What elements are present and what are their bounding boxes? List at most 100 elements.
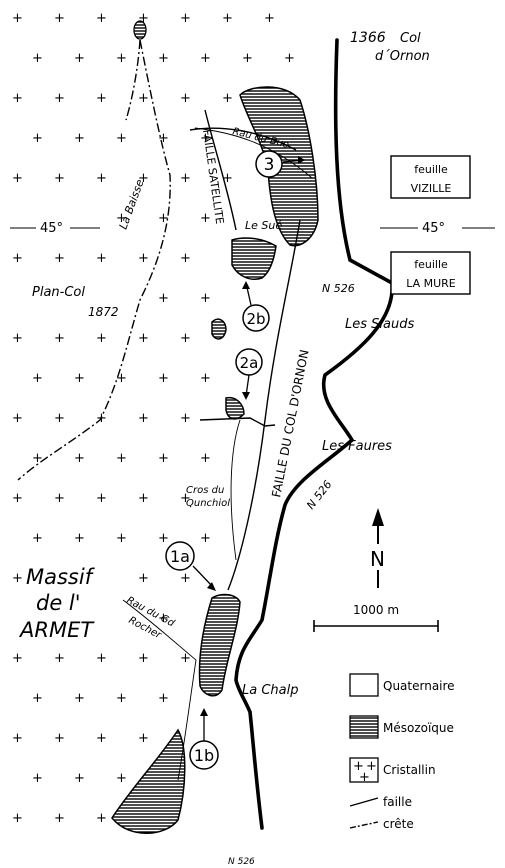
svg-text:+: + — [158, 211, 169, 226]
svg-text:+: + — [74, 51, 85, 66]
site-3-marker: 3 — [255, 150, 306, 178]
site-1a-marker: 1a — [165, 541, 216, 591]
svg-text:+: + — [96, 171, 107, 186]
svg-text:+: + — [200, 451, 211, 466]
svg-text:+: + — [96, 11, 107, 26]
svg-text:+: + — [12, 571, 23, 586]
svg-text:+: + — [359, 770, 370, 785]
site-2a-label: 2a — [240, 354, 259, 372]
svg-text:+: + — [54, 251, 65, 266]
svg-text:+: + — [138, 331, 149, 346]
svg-text:+: + — [180, 11, 191, 26]
road-n526-bottom-label: N 526 — [228, 857, 255, 867]
svg-text:+: + — [180, 91, 191, 106]
svg-text:+: + — [54, 651, 65, 666]
svg-text:+: + — [138, 571, 149, 586]
svg-text:+: + — [54, 91, 65, 106]
svg-text:+: + — [96, 811, 107, 826]
plan-col-altitude-label: 1872 — [88, 305, 119, 319]
road-n526-mid-label: N 526 — [304, 478, 334, 512]
svg-text:+: + — [116, 451, 127, 466]
svg-text:+: + — [180, 411, 191, 426]
svg-text:+: + — [138, 651, 149, 666]
site-1b-marker: 1b — [189, 708, 219, 770]
svg-text:+: + — [12, 811, 23, 826]
svg-text:+: + — [74, 691, 85, 706]
svg-text:+: + — [158, 51, 169, 66]
svg-text:+: + — [116, 211, 127, 226]
svg-text:+: + — [200, 131, 211, 146]
legend-crete-label: crête — [383, 817, 414, 831]
north-arrow: N — [370, 508, 385, 588]
svg-text:+: + — [12, 251, 23, 266]
cristallin-pattern: + + + + + + + + + + + + + + + + + + + + + + + + + + + + + + + + + + + + + + + +… — [12, 11, 295, 826]
svg-text:+: + — [12, 491, 23, 506]
svg-text:+: + — [12, 11, 23, 26]
svg-text:+: + — [32, 371, 43, 386]
svg-text:+: + — [54, 811, 65, 826]
svg-text:+: + — [284, 51, 295, 66]
svg-text:+: + — [264, 11, 275, 26]
svg-text:+: + — [200, 291, 211, 306]
legend-quaternaire-label: Quaternaire — [383, 679, 455, 693]
site-2a-marker: 2a — [235, 348, 263, 400]
svg-text:+: + — [12, 651, 23, 666]
svg-text:+: + — [12, 91, 23, 106]
sheet-vizille-name: VIZILLE — [411, 182, 452, 195]
svg-text:+: + — [200, 211, 211, 226]
svg-text:+: + — [138, 731, 149, 746]
svg-text:+: + — [12, 411, 23, 426]
svg-text:+: + — [74, 451, 85, 466]
north-label: N — [370, 547, 385, 571]
svg-text:+: + — [138, 11, 149, 26]
svg-text:+: + — [54, 731, 65, 746]
svg-text:+: + — [138, 491, 149, 506]
svg-text:+: + — [222, 91, 233, 106]
svg-text:+: + — [32, 531, 43, 546]
massif-label-2: de l' — [36, 591, 81, 615]
legend: Quaternaire Mésozoïque + + + Cristallin … — [349, 673, 455, 831]
sheet-la-mure-box: feuille LA MURE — [390, 251, 471, 295]
svg-text:+: + — [96, 91, 107, 106]
site-1a-label: 1a — [170, 547, 190, 566]
sheet-la-mure-label: feuille — [414, 258, 448, 271]
svg-text:+: + — [54, 411, 65, 426]
legend-cristallin-label: Cristallin — [383, 763, 436, 777]
svg-text:+: + — [32, 131, 43, 146]
plan-col-label: Plan-Col — [32, 285, 85, 300]
svg-text:+: + — [12, 171, 23, 186]
svg-text:+: + — [158, 611, 169, 626]
svg-text:+: + — [180, 651, 191, 666]
svg-text:+: + — [12, 331, 23, 346]
svg-text:+: + — [116, 51, 127, 66]
svg-text:+: + — [158, 451, 169, 466]
streams — [122, 127, 313, 781]
svg-text:+: + — [74, 771, 85, 786]
svg-text:+: + — [116, 691, 127, 706]
col-name-label-2: d´Ornon — [375, 49, 430, 64]
svg-text:+: + — [222, 171, 233, 186]
svg-text:+: + — [180, 491, 191, 506]
col-altitude-label: 1366 — [350, 30, 386, 46]
svg-text:+: + — [200, 531, 211, 546]
svg-text:+: + — [158, 691, 169, 706]
crests — [17, 39, 171, 481]
legend-mesozoique-label: Mésozoïque — [383, 721, 454, 735]
sheet-vizille-label: feuille — [414, 163, 448, 176]
svg-text:+: + — [74, 531, 85, 546]
svg-text:+: + — [116, 531, 127, 546]
les-siauds-label: Les Siauds — [345, 317, 414, 332]
svg-text:+: + — [96, 251, 107, 266]
svg-text:+: + — [138, 411, 149, 426]
svg-text:+: + — [54, 491, 65, 506]
svg-text:+: + — [32, 771, 43, 786]
cros-label: Cros du — [186, 485, 224, 496]
svg-text:+: + — [96, 651, 107, 666]
site-2b-marker: 2b — [242, 281, 270, 332]
la-baisse-label: La Baisse — [117, 178, 147, 231]
legend-faille-label: faille — [383, 795, 412, 809]
svg-text:+: + — [158, 531, 169, 546]
svg-text:+: + — [180, 331, 191, 346]
svg-text:+: + — [12, 731, 23, 746]
